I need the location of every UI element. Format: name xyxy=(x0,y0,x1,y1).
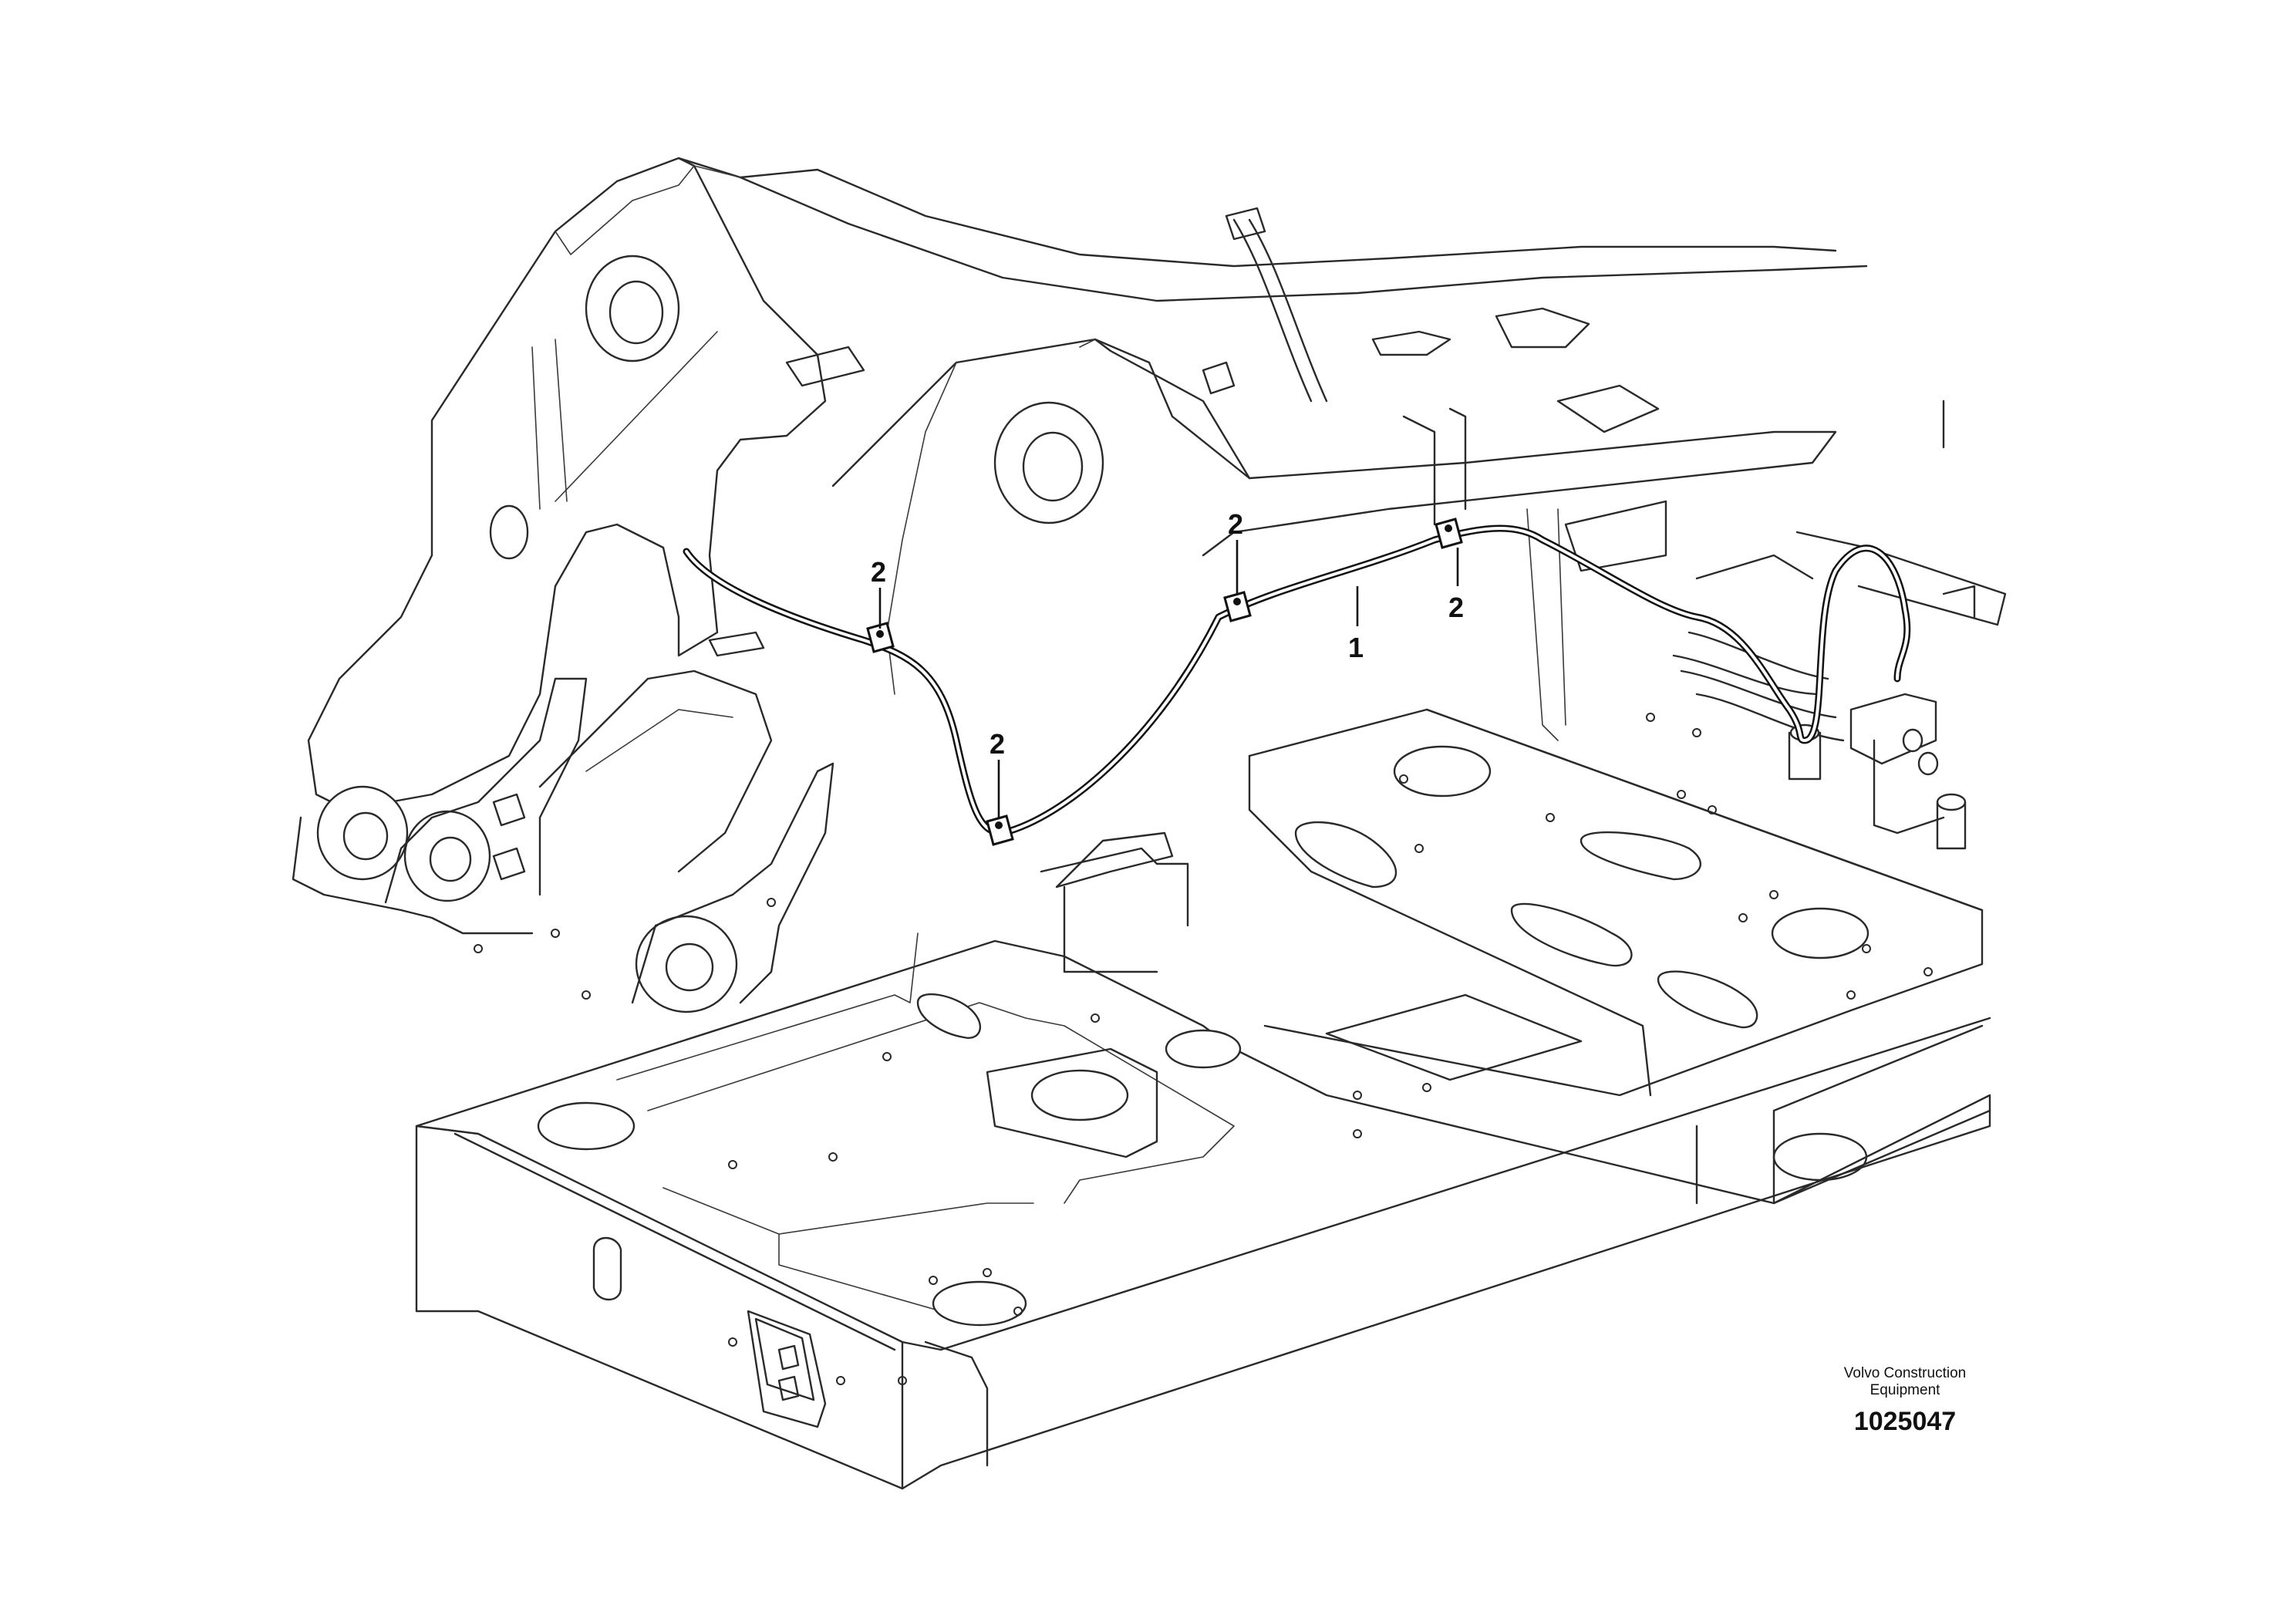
callout-2-b: 2 xyxy=(990,728,1005,760)
hose-clamp-d xyxy=(1435,518,1463,549)
callout-2-c: 2 xyxy=(1228,508,1243,540)
hose-clamp-c xyxy=(1223,591,1252,622)
callout-labels: 2 2 2 2 1 xyxy=(871,508,1464,760)
caption-line-1: Volvo Construction xyxy=(1843,1365,1967,1381)
hose-clamps-item-2 xyxy=(866,518,1463,846)
drawing-number: 1025047 xyxy=(1853,1407,1957,1436)
boom-mount-bracket xyxy=(292,157,1868,1013)
callout-1: 1 xyxy=(1348,632,1364,663)
drawing-caption: Volvo Construction Equipment 1025047 xyxy=(1774,1365,2036,1437)
caption-line-2: Equipment xyxy=(1870,1382,1940,1398)
callout-2-a: 2 xyxy=(871,556,886,588)
front-cross-beam xyxy=(415,831,1991,1490)
hose-item-1 xyxy=(683,524,1911,837)
hose-clamp-b xyxy=(986,814,1014,846)
leader-lines xyxy=(878,540,1459,818)
bolt-holes xyxy=(474,713,1933,1385)
top-hose xyxy=(1225,207,1328,403)
main-frame xyxy=(1040,708,1991,1205)
upper-frame xyxy=(1371,307,2007,741)
callout-2-d: 2 xyxy=(1448,592,1464,623)
